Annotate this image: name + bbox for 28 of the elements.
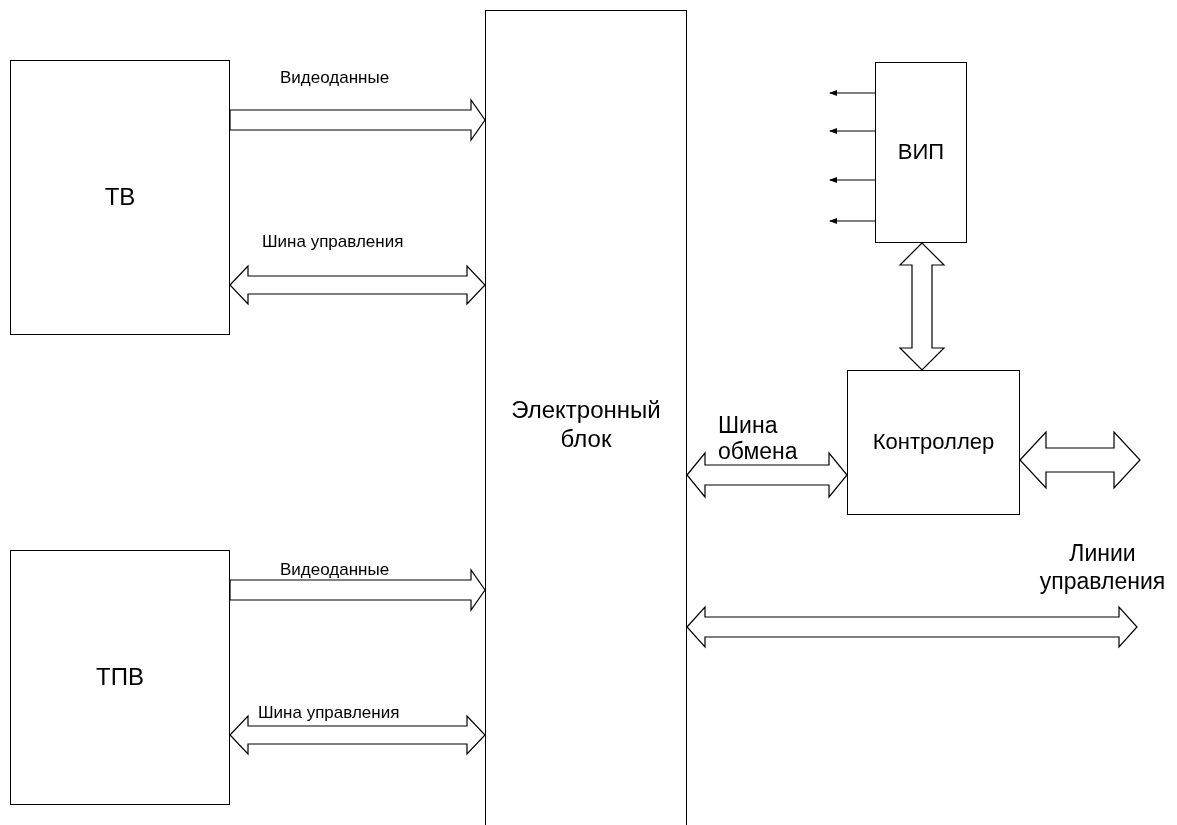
edge-label: Шина обмена [718,412,799,465]
line-label: Линии управления [1038,540,1167,596]
block-label: Электронный блок [510,396,662,454]
block-box [10,60,230,335]
block-box [10,550,230,805]
edge-label: Шина управления [262,232,404,252]
bus-arrow [898,242,946,371]
arrow [829,90,876,96]
bus-arrow [686,605,1138,649]
edge-label: Видеоданные [280,560,390,580]
bus-arrow [229,714,486,756]
block-box [485,10,687,825]
bus-arrow [229,98,486,142]
arrow [829,177,876,183]
block-label: ТВ [104,183,136,212]
bus-arrow [229,264,486,306]
bus-arrow [686,451,848,499]
block-label: ТПВ [96,663,144,692]
bus-arrow [229,568,486,612]
edge-label: Шина управления [258,703,400,723]
block-label: ВИП [897,139,945,166]
arrow [829,128,876,134]
edge-label: Видеоданные [280,68,390,88]
block-box [847,370,1020,515]
block-label: Контроллер [872,429,995,456]
block-box [875,62,967,243]
arrow [829,218,876,224]
bus-arrow [1019,430,1141,490]
